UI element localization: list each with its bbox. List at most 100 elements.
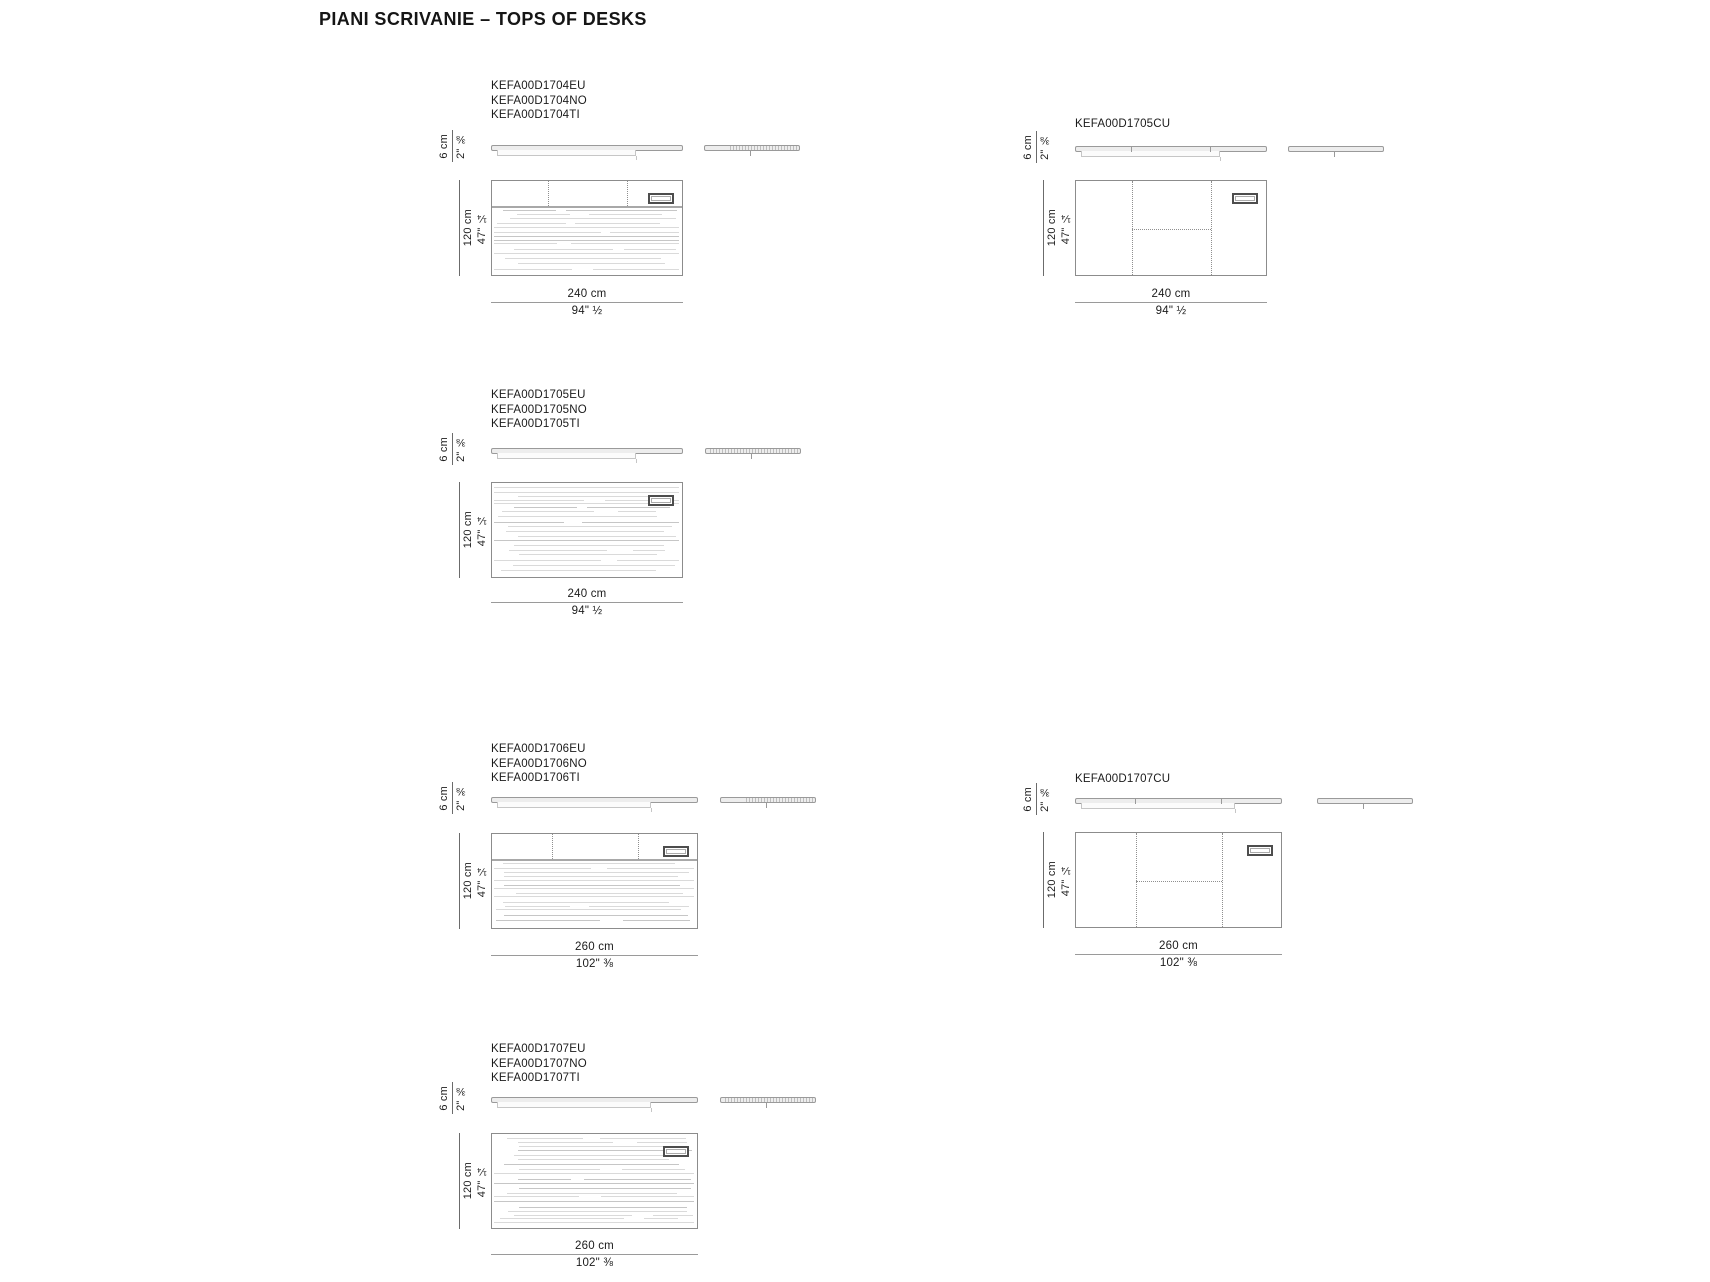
cable-tray-inner — [651, 498, 671, 503]
wood-grain-line — [503, 210, 556, 211]
wood-grain-line — [503, 1163, 680, 1165]
thickness-dimension: 6 cm 2" ⅜ — [1022, 781, 1051, 817]
wood-grain-line — [494, 268, 573, 270]
wood-grain-line — [622, 920, 691, 922]
product-code: KEFA00D1705EU — [491, 389, 586, 401]
wood-grain-line — [518, 496, 674, 498]
side-view-support — [1081, 803, 1235, 809]
side-view-support — [497, 802, 651, 808]
depth-cm-label: 120 cm — [462, 209, 474, 247]
end-view-bar — [1288, 146, 1384, 152]
end-support-tick — [1334, 152, 1335, 157]
end-view-bar — [720, 1097, 816, 1103]
product-code: KEFA00D1707EU — [491, 1043, 586, 1055]
product-codes: KEFA00D1705CU — [1075, 117, 1170, 132]
wood-grain-line — [494, 236, 679, 238]
depth-inch-label: 47" ¼ — [1060, 863, 1072, 897]
width-dimension-line — [1075, 954, 1282, 955]
product-code: KEFA00D1704NO — [491, 94, 587, 107]
panel-joint-dotted-line — [1131, 229, 1212, 230]
width-cm-label: 260 cm — [575, 1240, 614, 1252]
wood-grain-line — [609, 231, 679, 233]
wood-grain-line — [513, 506, 578, 508]
wood-grain-line — [589, 905, 689, 907]
width-cm-label: 240 cm — [567, 288, 607, 300]
wood-grain-line — [494, 880, 694, 882]
wood-grain-line — [494, 888, 694, 890]
cable-tray — [663, 846, 689, 857]
product-code: KEFA00D1706NO — [491, 757, 587, 770]
depth-extent-line — [459, 180, 460, 276]
thickness-inch-label: 2" ⅜ — [1039, 786, 1051, 812]
wood-grain-line — [503, 901, 670, 903]
side-view-support — [1081, 151, 1220, 157]
wood-grain-line — [510, 218, 676, 220]
depth-extent-line — [459, 833, 460, 929]
product-code: KEFA00D1707NO — [491, 1057, 587, 1070]
width-cm-label: 260 cm — [1159, 940, 1198, 952]
depth-inch-label: 47" ¼ — [476, 211, 488, 245]
thickness-rule — [452, 433, 453, 465]
wood-grain-line — [515, 892, 684, 894]
top-view — [491, 180, 683, 276]
wood-grain-line — [604, 499, 679, 501]
width-dimension-line — [491, 302, 683, 303]
wood-grain-line — [518, 1178, 571, 1180]
product-code: KEFA00D1707CU — [1075, 773, 1171, 785]
end-grain-hatch — [727, 146, 797, 150]
wood-grain-line — [508, 549, 608, 551]
cable-tray-inner — [666, 849, 686, 854]
cable-tray-inner — [1250, 848, 1270, 853]
depth-inch-label: 47" ¼ — [476, 1164, 488, 1198]
wood-grain-line — [494, 867, 592, 869]
wood-grain-line — [622, 1169, 685, 1171]
width-dimension-line — [491, 1254, 698, 1255]
panel-joint-dotted-line — [1221, 833, 1223, 927]
thickness-cm-label: 6 cm — [1022, 786, 1034, 812]
wood-grain-line — [494, 1196, 579, 1198]
wood-grain-line — [565, 210, 678, 211]
wood-grain-line — [582, 521, 679, 523]
wood-grain-line — [504, 876, 678, 878]
end-grain-hatch — [708, 449, 798, 453]
end-grain-hatch — [743, 798, 813, 802]
wood-grain-line — [514, 1214, 633, 1216]
wood-grain-line — [494, 231, 602, 233]
wood-grain-line — [518, 1142, 613, 1144]
end-support-tick — [1363, 804, 1364, 809]
wood-grain-line — [506, 1138, 583, 1139]
end-view-bar — [704, 145, 800, 151]
width-dimension-line — [491, 602, 683, 603]
width-inches-label: 102" ⅜ — [575, 958, 614, 970]
depth-cm-label: 120 cm — [462, 862, 474, 900]
wood-grain-line — [592, 268, 679, 270]
wood-grain-line — [497, 516, 657, 518]
wood-grain-line — [518, 554, 658, 556]
wood-grain-line — [494, 521, 564, 523]
thickness-rule — [452, 782, 453, 814]
wood-grain-line — [494, 499, 585, 501]
product-code: KEFA00D1706EU — [491, 743, 586, 755]
top-view — [1075, 180, 1267, 276]
wood-grain-line — [517, 535, 676, 537]
product-codes: KEFA00D1707CU — [1075, 772, 1170, 787]
wood-grain-line — [494, 239, 679, 241]
wood-grain-line — [494, 539, 679, 541]
wood-grain-line — [513, 248, 613, 250]
panel-joint-dotted-line — [627, 181, 629, 206]
wood-grain-line — [503, 914, 688, 916]
wood-grain-line — [502, 511, 595, 513]
width-dimension-line — [491, 955, 698, 956]
wood-grain-line — [584, 1178, 692, 1180]
